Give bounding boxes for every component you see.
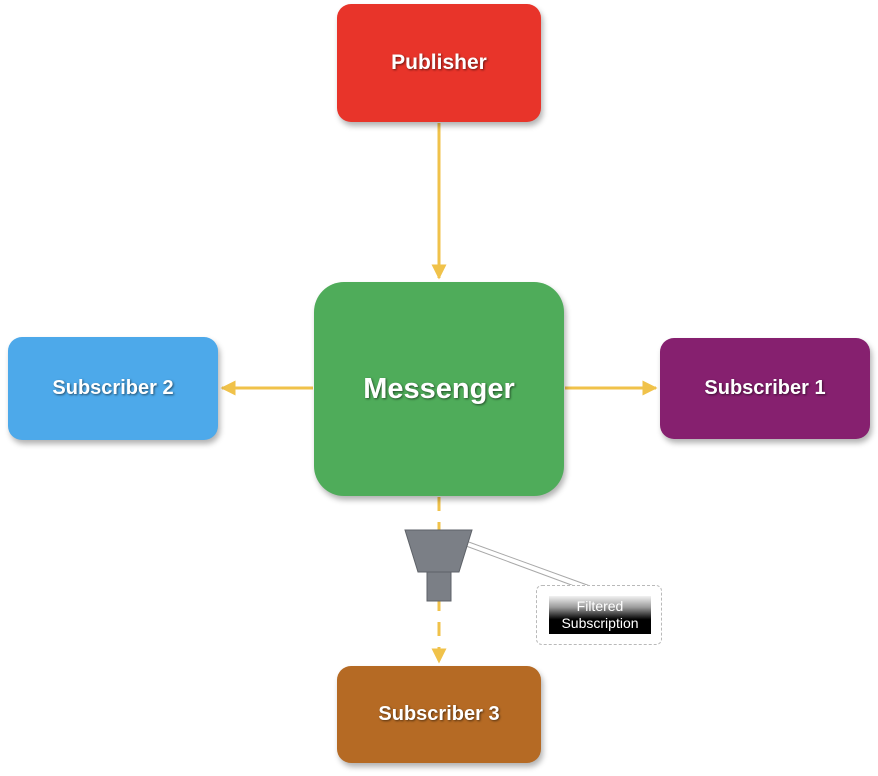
messenger-node: Messenger [314, 282, 564, 496]
callout-line-2: Subscription [561, 615, 639, 631]
subscriber-1-label: Subscriber 1 [704, 377, 826, 399]
callout-leader-line [465, 540, 591, 587]
subscriber-3-node: Subscriber 3 [337, 666, 541, 763]
publisher-label: Publisher [391, 51, 487, 74]
publisher-node: Publisher [337, 4, 541, 122]
filtered-subscription-label: Filtered Subscription [549, 596, 651, 634]
subscriber-3-label: Subscriber 3 [378, 703, 500, 725]
subscriber-2-node: Subscriber 2 [8, 337, 218, 440]
callout-leader-line [465, 545, 586, 591]
callout-line-1: Filtered [576, 598, 624, 614]
subscriber-1-node: Subscriber 1 [660, 338, 870, 439]
funnel-icon [404, 529, 473, 602]
messenger-label: Messenger [363, 372, 515, 405]
filtered-subscription-callout: Filtered Subscription [536, 585, 662, 645]
subscriber-2-label: Subscriber 2 [52, 377, 174, 399]
